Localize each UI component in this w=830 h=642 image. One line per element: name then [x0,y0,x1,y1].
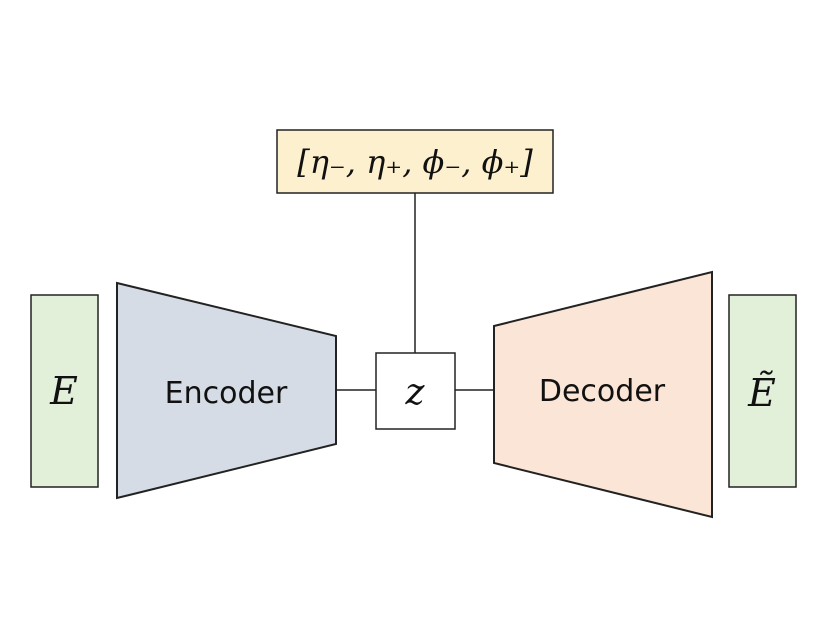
output-block: Ẽ [728,294,797,488]
latent-label: z [405,372,426,413]
decoder-block: Decoder [493,270,713,519]
encoder-label: Encoder [165,376,288,411]
decoder-trapezoid [493,270,713,519]
output-label: Ẽ [747,371,776,415]
params-label: [η₋, η₊, ϕ₋, ϕ₊] [297,143,533,181]
params-block: [η₋, η₊, ϕ₋, ϕ₊] [276,129,554,194]
latent-box [375,352,456,430]
input-label: E [49,369,78,413]
encoder-block: Encoder [116,281,337,500]
output-box [728,294,797,488]
input-block: E [30,294,99,488]
encoder-trapezoid [116,281,337,500]
latent-block: z [375,352,456,430]
decoder-label: Decoder [539,374,666,409]
input-box [30,294,99,488]
params-box [276,129,554,194]
